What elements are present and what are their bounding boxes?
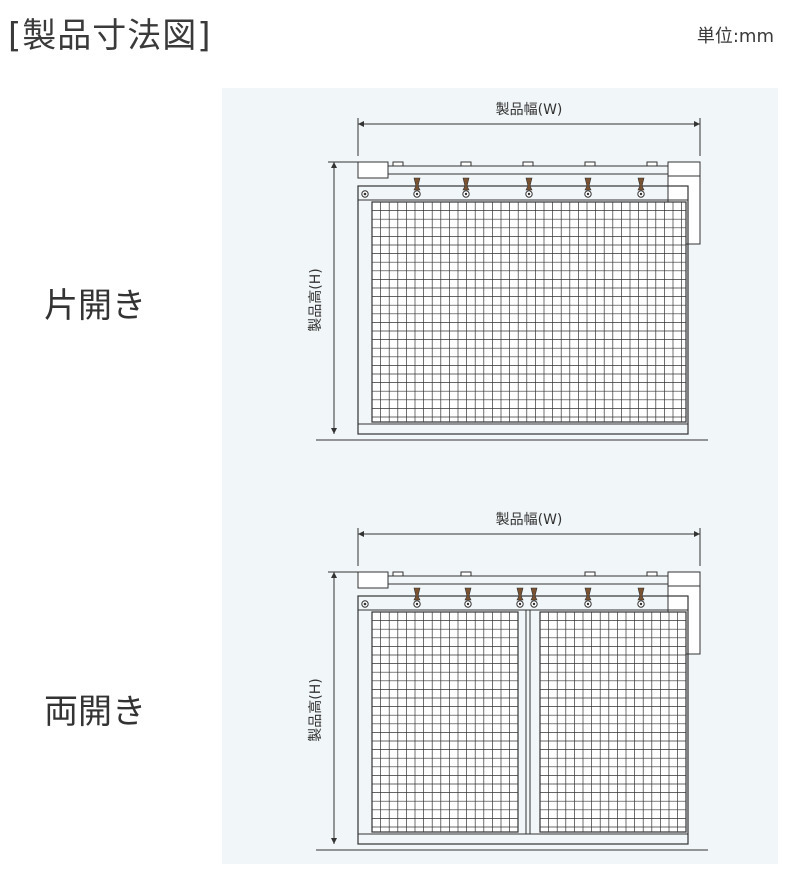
hook-icon — [413, 177, 421, 198]
mesh-border — [539, 611, 687, 833]
rail-clip — [392, 571, 404, 577]
mesh-border — [371, 611, 519, 833]
rail-clip — [584, 571, 596, 577]
arrowhead — [358, 531, 364, 537]
page-title: [製品寸法図] — [8, 16, 212, 56]
hook-icon — [464, 587, 472, 608]
width-dimension-label: 製品幅(W) — [496, 102, 563, 118]
rail-clip — [646, 571, 658, 577]
hook-icon — [525, 177, 533, 198]
single-opening-label: 片開き — [44, 286, 146, 326]
hook-icon — [530, 587, 538, 608]
hook-icon — [584, 587, 592, 608]
arrowhead — [331, 428, 337, 434]
outer-frame — [357, 185, 689, 435]
mesh-border — [371, 201, 687, 423]
double-opening-diagram: 製品幅(W) 製品高(H) — [307, 512, 708, 851]
hook-icon — [413, 587, 421, 608]
unit-label: 単位:mm — [696, 26, 774, 47]
hook-icon — [516, 587, 524, 608]
frame-drawing — [316, 118, 708, 441]
height-dimension-label: 製品高(H) — [307, 268, 324, 331]
single-opening-diagram: 製品幅(W) 製品高(H) — [307, 102, 708, 441]
rail-left-cap — [357, 161, 389, 179]
rail-clip — [392, 161, 404, 167]
arrowhead — [331, 838, 337, 844]
hook-icon — [462, 177, 470, 198]
double-opening-label: 両開き — [44, 692, 146, 732]
arrowhead — [331, 162, 337, 168]
mesh-panel-right — [539, 611, 687, 833]
rail-clip — [460, 571, 472, 577]
arrowhead — [358, 121, 364, 127]
arrowhead — [694, 531, 700, 537]
rail-left-cap — [357, 571, 389, 589]
post-cap — [667, 571, 701, 587]
rail-clip — [522, 161, 534, 167]
rail-clip — [646, 161, 658, 167]
post-cap — [667, 161, 701, 177]
arrowhead — [694, 121, 700, 127]
outer-frame — [357, 595, 689, 845]
height-dimension-label: 製品高(H) — [307, 678, 324, 741]
corner-bolt-dot — [363, 192, 367, 196]
rail-clip — [584, 161, 596, 167]
width-dimension-label: 製品幅(W) — [496, 512, 563, 528]
hook-icon — [637, 177, 645, 198]
corner-bolt-dot — [363, 602, 367, 606]
mesh-panel-left — [371, 611, 519, 833]
hook-icon — [637, 587, 645, 608]
rail-clip — [460, 161, 472, 167]
hook-icon — [584, 177, 592, 198]
arrowhead — [331, 572, 337, 578]
frame-drawing — [316, 528, 708, 851]
mesh-panel — [371, 201, 687, 423]
